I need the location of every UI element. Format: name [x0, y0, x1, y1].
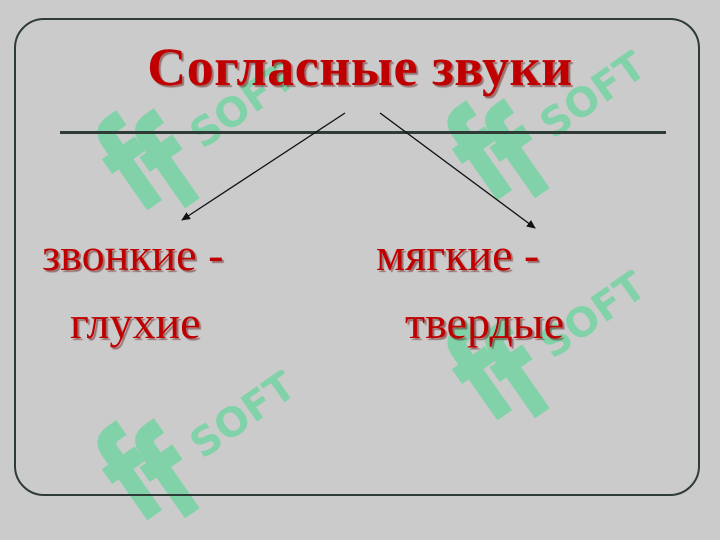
slide-title: Согласные звуки — [147, 37, 573, 97]
rounded-frame — [14, 18, 700, 496]
soft-watermark-logo: SOFT — [97, 370, 290, 520]
soft-watermark-logo: SOFT — [447, 270, 640, 420]
arrow-right — [379, 112, 536, 229]
title-underline — [60, 131, 666, 134]
hard-label: твердые — [405, 297, 565, 348]
voiced-label: звонкие - — [42, 229, 224, 280]
soft-label: мягкие - — [376, 229, 540, 280]
soft-watermark-logo: SOFT — [97, 60, 290, 210]
arrow-left — [181, 112, 346, 221]
voiceless-label: глухие — [70, 297, 201, 348]
